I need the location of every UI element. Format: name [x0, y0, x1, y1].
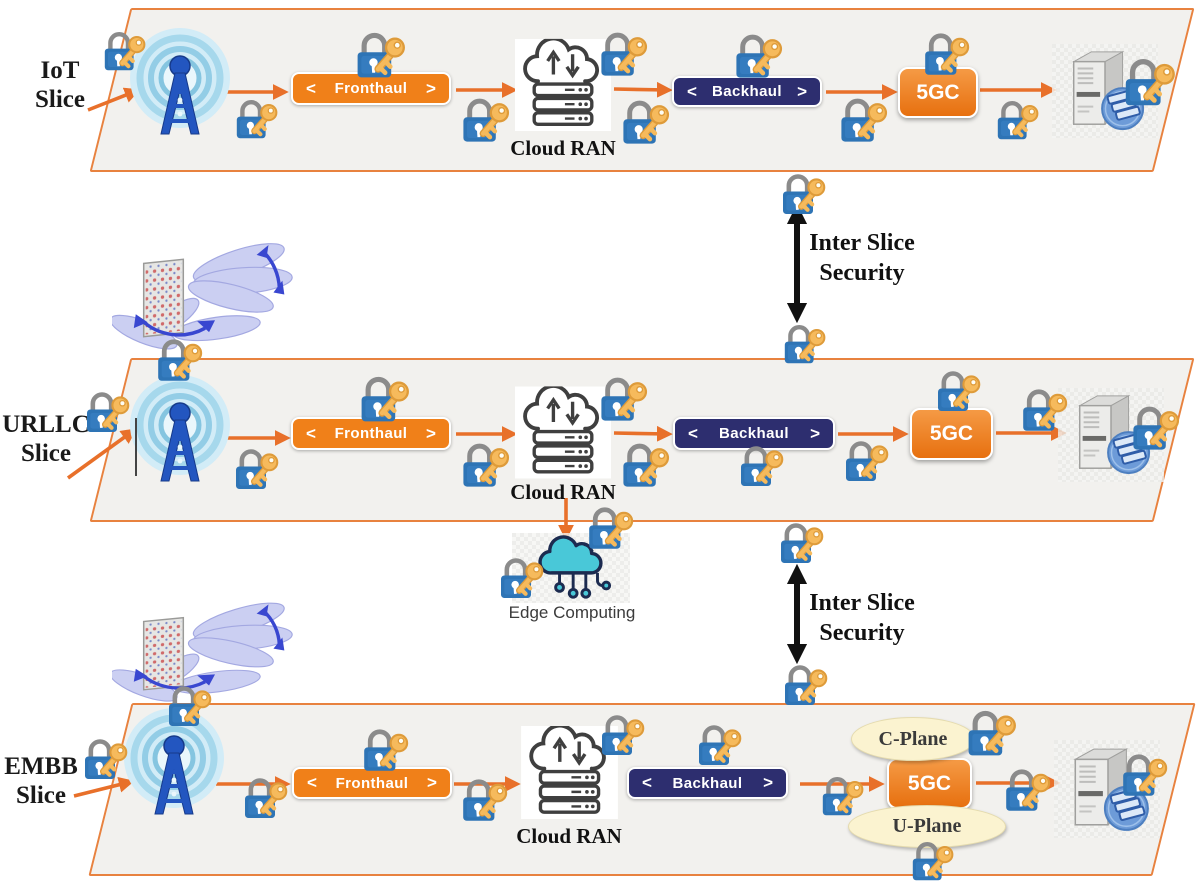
massive-mimo-icon-urllc — [112, 237, 320, 351]
lock-key-icon — [597, 709, 647, 761]
slice-label-urllc: URLLC Slice — [2, 411, 90, 467]
chevron-right-icon: > — [426, 78, 436, 98]
chevron-right-icon: > — [797, 81, 807, 101]
slice-label-iot: IoT Slice — [35, 57, 85, 113]
5gc-label: 5GC — [929, 422, 974, 445]
slice-label-embb: EMBB Slice — [4, 753, 78, 809]
inter-slice-security-label-2: Inter Slice Security — [809, 590, 915, 646]
5gc-node-urllc[interactable]: 5GC — [910, 408, 993, 460]
fronthaul-node-urllc[interactable]: < Fronthaul > — [291, 417, 451, 450]
edge-computing-label: Edge Computing — [508, 603, 636, 622]
chevron-left-icon: < — [307, 773, 317, 792]
lock-key-icon — [963, 704, 1019, 762]
lock-key-icon — [618, 94, 672, 150]
fronthaul-label: Fronthaul — [335, 774, 409, 792]
lock-key-icon — [780, 319, 828, 369]
chevron-left-icon: < — [642, 773, 652, 792]
lock-key-icon — [933, 365, 983, 417]
chevron-left-icon: < — [306, 423, 316, 443]
lock-key-icon — [164, 680, 214, 732]
lock-key-icon — [731, 28, 785, 84]
lock-key-icon — [780, 659, 830, 711]
lock-key-icon — [458, 437, 512, 493]
cloud-ran-label-iot: Cloud RAN — [510, 136, 616, 160]
flow-arrow — [613, 425, 673, 442]
chevron-right-icon: > — [427, 773, 437, 792]
lock-key-icon — [80, 733, 130, 785]
lock-key-icon — [153, 333, 205, 387]
lock-key-icon — [736, 440, 786, 492]
lock-key-icon — [1118, 748, 1170, 802]
cloud-ran-label-urllc: Cloud RAN — [510, 480, 616, 504]
lock-key-icon — [352, 26, 408, 84]
text-cursor-artifact — [135, 418, 137, 476]
chevron-left-icon: < — [687, 81, 697, 101]
lock-key-icon — [920, 27, 972, 81]
5gc-label: 5GC — [907, 771, 952, 795]
lock-key-icon — [694, 719, 744, 771]
lock-key-icon — [231, 443, 281, 495]
lock-key-icon — [1001, 763, 1053, 817]
5gc-node-iot[interactable]: 5GC — [898, 67, 978, 118]
c-plane-label: C-Plane — [878, 727, 948, 750]
5gc-label: 5GC — [916, 80, 960, 104]
lock-key-icon — [818, 771, 866, 821]
lock-key-icon — [993, 95, 1041, 145]
lock-key-icon — [836, 92, 890, 148]
chevron-right-icon: > — [810, 423, 820, 443]
lock-key-icon — [596, 371, 650, 427]
cloud-ran-label-embb: Cloud RAN — [516, 824, 622, 848]
lock-key-icon — [240, 772, 290, 824]
lock-key-icon — [232, 94, 280, 144]
c-plane-node[interactable]: C-Plane — [851, 717, 975, 761]
backhaul-node-embb[interactable]: < Backhaul > — [627, 767, 788, 799]
lock-key-icon — [908, 836, 956, 886]
5gc-node-embb[interactable]: 5GC — [887, 758, 972, 809]
u-plane-node[interactable]: U-Plane — [848, 805, 1006, 848]
chevron-left-icon: < — [688, 423, 698, 443]
antenna-icon-urllc — [124, 373, 236, 489]
lock-key-icon — [496, 552, 546, 604]
flow-arrow — [73, 777, 135, 798]
flow-arrow — [66, 428, 137, 480]
lock-key-icon — [82, 386, 132, 438]
lock-key-icon — [1120, 52, 1178, 112]
lock-key-icon — [596, 26, 650, 82]
flow-arrow — [613, 81, 673, 98]
backhaul-label: Backhaul — [672, 774, 743, 792]
lock-key-icon — [584, 501, 636, 555]
lock-key-icon — [458, 92, 512, 148]
backhaul-label: Backhaul — [719, 425, 789, 442]
lock-key-icon — [359, 723, 411, 777]
chevron-right-icon: > — [426, 423, 436, 443]
flow-arrow — [87, 87, 141, 112]
fronthaul-label: Fronthaul — [334, 425, 408, 442]
backhaul-label: Backhaul — [712, 83, 782, 100]
lock-key-icon — [100, 26, 148, 76]
backhaul-node-iot[interactable]: < Backhaul > — [672, 76, 822, 107]
inter-slice-security-label-1: Inter Slice Security — [809, 230, 915, 286]
lock-key-icon — [776, 517, 826, 569]
lock-key-icon — [841, 435, 891, 487]
u-plane-label: U-Plane — [892, 815, 962, 837]
lock-key-icon — [618, 437, 672, 493]
lock-key-icon — [458, 773, 510, 827]
lock-key-icon — [778, 168, 828, 220]
chevron-right-icon: > — [763, 773, 773, 792]
lock-key-icon — [1128, 400, 1182, 456]
massive-mimo-icon-embb — [112, 597, 320, 703]
fronthaul-label: Fronthaul — [334, 80, 408, 97]
lock-key-icon — [356, 370, 412, 428]
lock-key-icon — [1018, 383, 1070, 437]
chevron-left-icon: < — [306, 78, 316, 98]
